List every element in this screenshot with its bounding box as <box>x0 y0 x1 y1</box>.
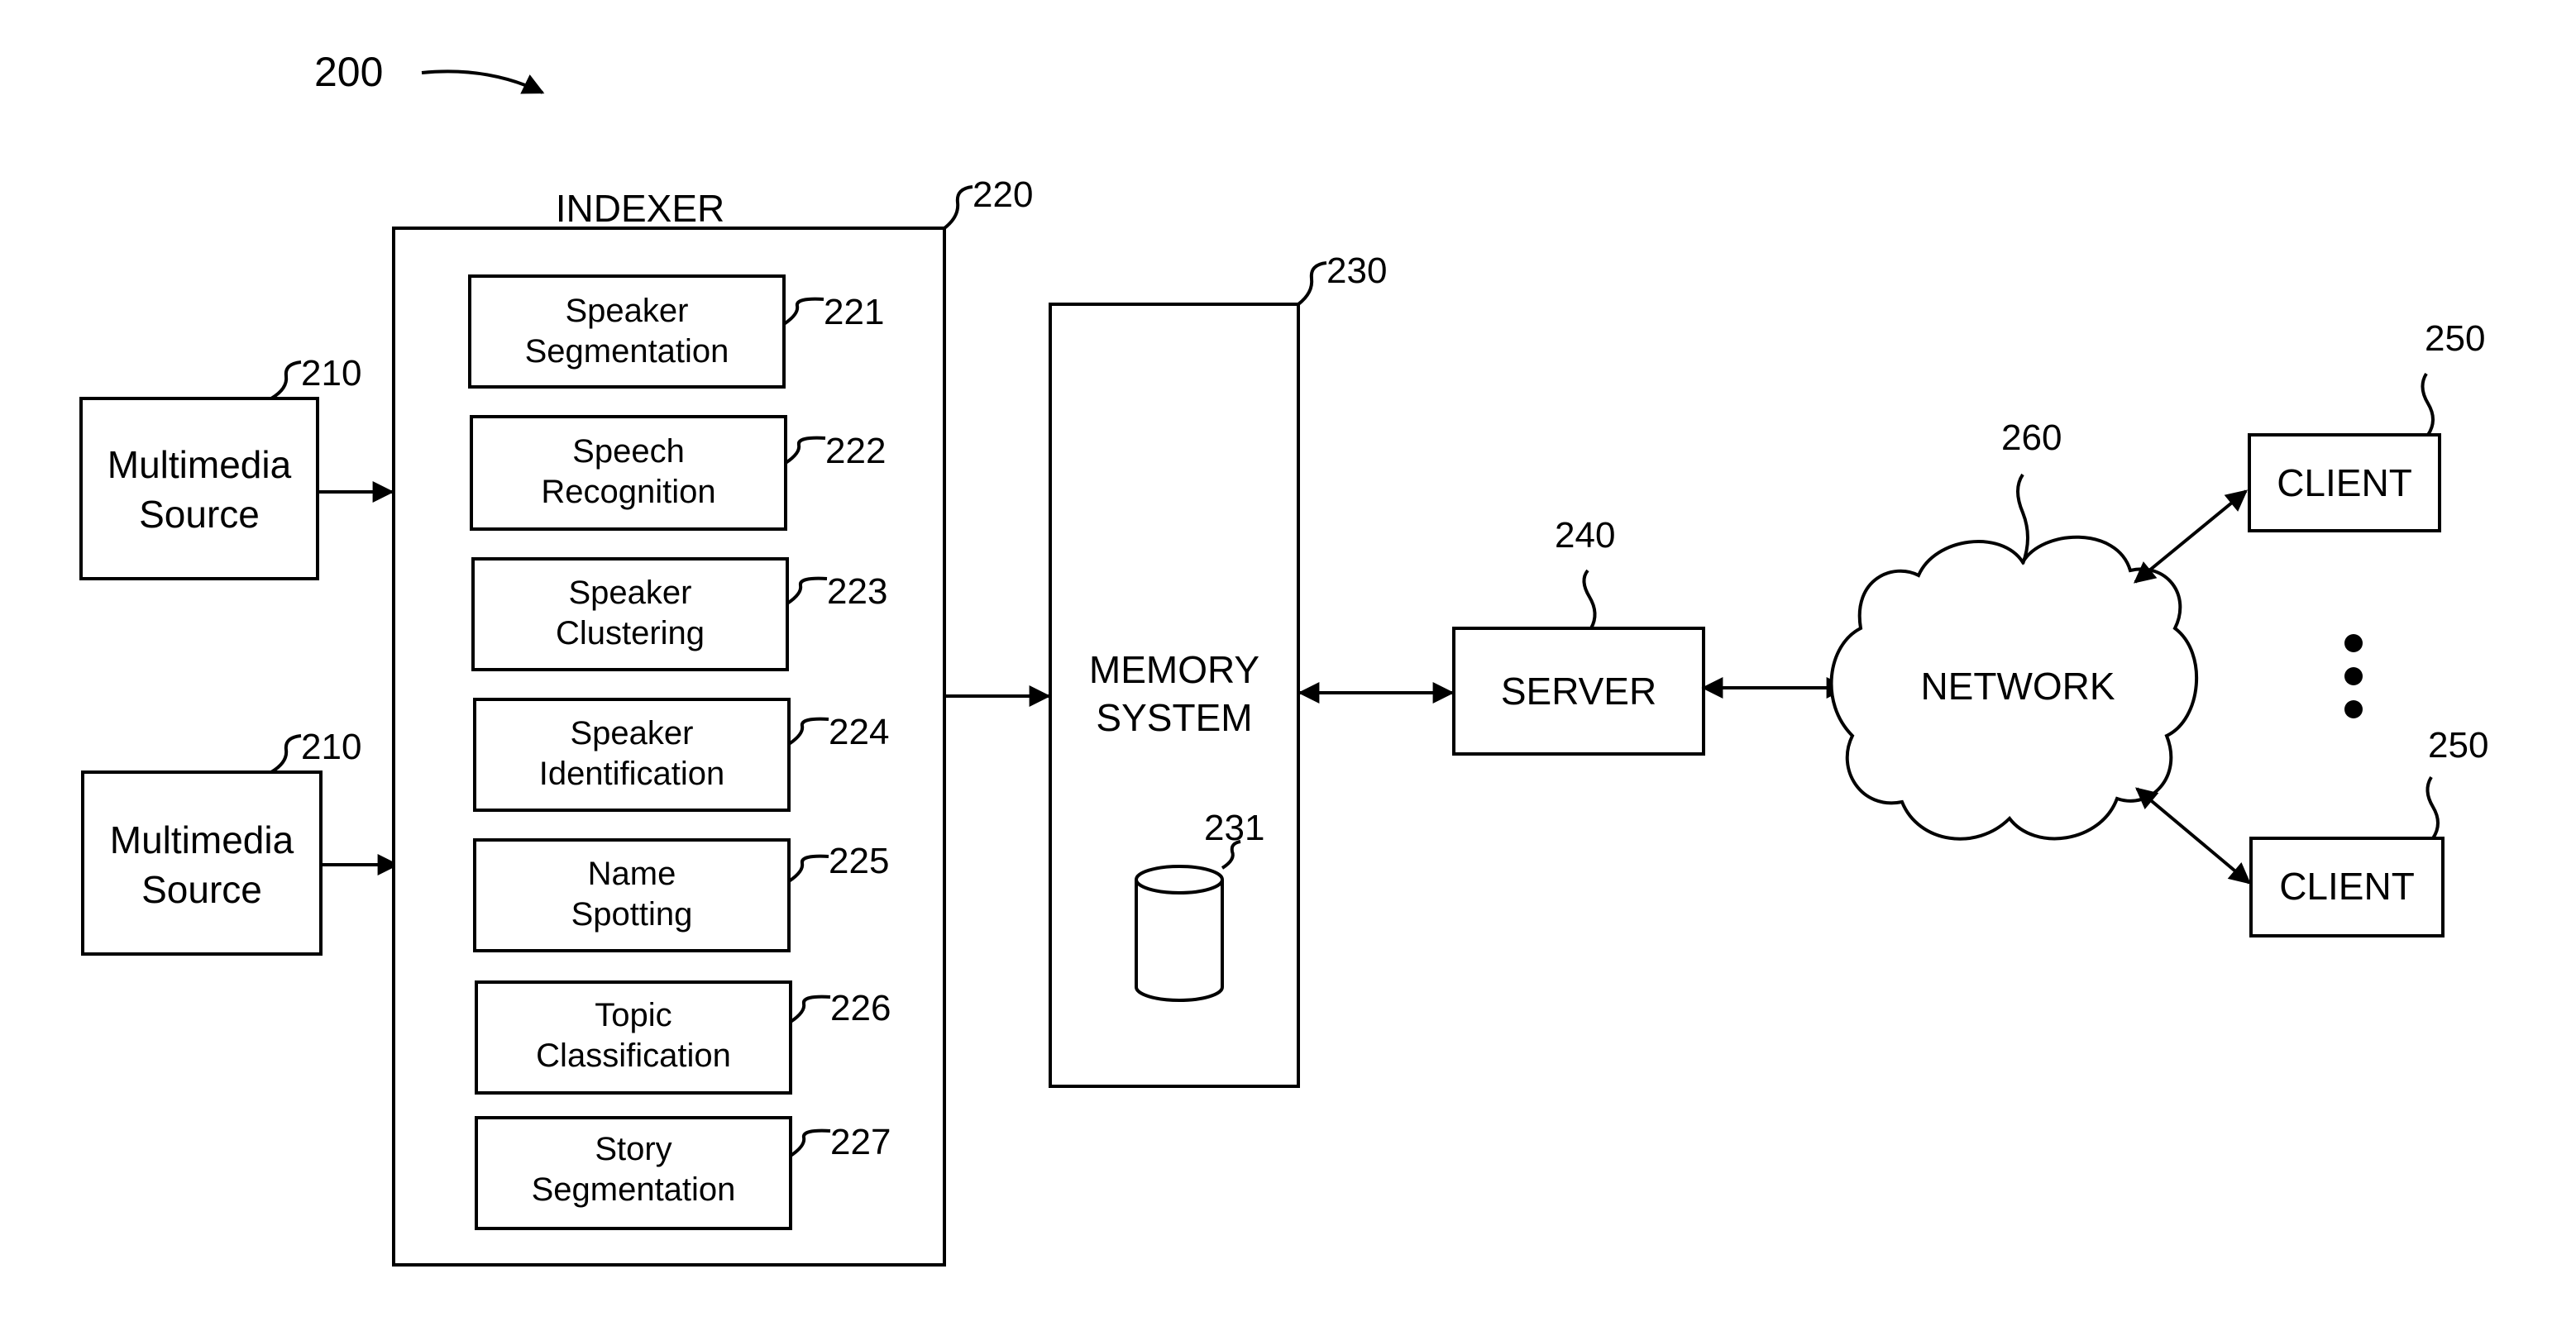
server-label: SERVER <box>1501 670 1656 713</box>
source-2-line2: Source <box>141 868 262 911</box>
memory-system: MEMORY SYSTEM 230 231 <box>1050 250 1387 1086</box>
module-6-line1: Topic <box>595 997 671 1033</box>
module-5-line2: Spotting <box>571 896 693 933</box>
multimedia-source-2: Multimedia Source 210 <box>83 727 361 954</box>
indexer-ref: 220 <box>973 174 1033 215</box>
module-7-line2: Segmentation <box>532 1171 736 1208</box>
server: SERVER 240 <box>1454 515 1704 754</box>
server-ref: 240 <box>1555 515 1615 556</box>
network-ref: 260 <box>2001 417 2062 458</box>
module-2-line2: Recognition <box>541 474 715 510</box>
memory-ref-leader <box>1298 263 1326 304</box>
module-3-line2: Clustering <box>556 615 705 651</box>
network-ref-leader <box>2018 475 2028 564</box>
module-2-line1: Speech <box>572 433 685 470</box>
source-2-line1: Multimedia <box>110 818 294 861</box>
module-6-ref: 226 <box>830 988 891 1028</box>
module-2-ref: 222 <box>825 431 886 471</box>
multimedia-source-1: Multimedia Source 210 <box>81 353 361 579</box>
module-4-line1: Speaker <box>571 715 694 751</box>
source-2-ref: 210 <box>301 727 361 767</box>
figure-ref-label: 200 <box>314 49 383 95</box>
module-3-line1: Speaker <box>569 575 692 611</box>
module-4-line2: Identification <box>539 756 725 792</box>
module-1-line2: Segmentation <box>525 333 729 370</box>
module-6-line2: Classification <box>536 1038 731 1074</box>
memory-line1: MEMORY <box>1089 648 1259 691</box>
client-2-ref: 250 <box>2428 725 2488 766</box>
indexer-ref-leader <box>944 187 973 228</box>
client-2: CLIENT 250 <box>2251 725 2488 936</box>
module-7-ref: 227 <box>830 1122 891 1162</box>
client-1-ref-leader <box>2422 374 2433 435</box>
database-ref: 231 <box>1204 808 1264 848</box>
module-3-ref: 223 <box>827 571 887 612</box>
figure-ref-arrow <box>422 71 542 93</box>
module-5-ref: 225 <box>829 841 889 881</box>
arrow-network-client-2 <box>2137 789 2249 883</box>
source-1-line2: Source <box>139 493 260 536</box>
module-7-line1: Story <box>595 1131 671 1167</box>
server-ref-leader <box>1584 570 1594 628</box>
client-1-label: CLIENT <box>2277 461 2412 504</box>
module-4-ref: 224 <box>829 712 889 752</box>
more-clients-ellipsis <box>2344 634 2363 718</box>
module-5-line1: Name <box>588 856 676 892</box>
client-1-ref: 250 <box>2425 318 2485 359</box>
indexer-title: INDEXER <box>556 187 724 230</box>
network-cloud: NETWORK 260 <box>1832 417 2197 839</box>
arrow-network-client-1 <box>2135 491 2246 582</box>
memory-line2: SYSTEM <box>1096 696 1252 739</box>
client-2-label: CLIENT <box>2279 865 2415 908</box>
source-1-line1: Multimedia <box>108 443 292 486</box>
module-1-line1: Speaker <box>566 293 689 329</box>
module-1-ref: 221 <box>824 292 884 332</box>
network-label: NETWORK <box>1920 665 2115 708</box>
indexer: INDEXER 220 Speaker Segmentation 221 Spe… <box>394 174 1033 1265</box>
source-2-ref-leader <box>271 736 301 772</box>
source-1-ref-leader <box>271 362 301 398</box>
client-1: CLIENT 250 <box>2249 318 2485 531</box>
memory-ref: 230 <box>1326 250 1387 291</box>
client-2-ref-leader <box>2427 777 2438 838</box>
source-1-ref: 210 <box>301 353 361 394</box>
